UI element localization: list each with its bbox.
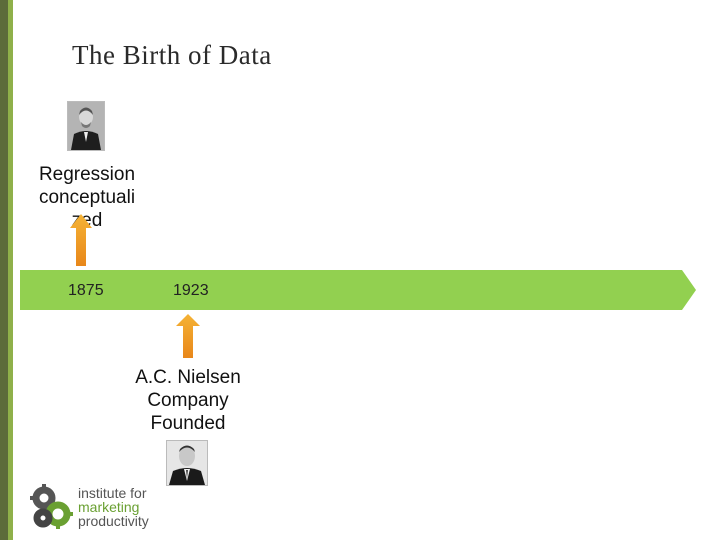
- event-label-line: conceptuali: [38, 187, 136, 208]
- timeline-arrow: [20, 270, 696, 310]
- timeline-year-1923: 1923: [173, 282, 209, 299]
- event-label-line: Regression: [38, 164, 136, 185]
- arrow-up-icon: [70, 214, 92, 266]
- logo-line-productivity: productivity: [78, 513, 149, 529]
- logo-line-marketing: marketing: [78, 499, 140, 515]
- event-label-line: A.C. Nielsen: [135, 367, 241, 388]
- slide-title: The Birth of Data: [72, 40, 272, 70]
- gears-logo-icon: [30, 484, 73, 529]
- portrait-photo-1923: [166, 440, 208, 486]
- logo-line-institute: institute for: [78, 485, 147, 501]
- left-accent-bar-dark: [0, 0, 8, 540]
- timeline-year-1875: 1875: [68, 282, 104, 299]
- portrait-photo-1875: [67, 101, 105, 151]
- event-label-nielsen: A.C. Nielsen Company Founded: [118, 366, 258, 435]
- left-accent-bar-light: [8, 0, 13, 540]
- event-label-line: Founded: [150, 413, 226, 434]
- arrow-up-icon: [176, 314, 200, 358]
- logo-wordmark: institute for marketing productivity: [78, 486, 149, 528]
- event-label-line: Company: [147, 390, 229, 411]
- event-label-regression: Regression conceptuali zed: [28, 163, 146, 232]
